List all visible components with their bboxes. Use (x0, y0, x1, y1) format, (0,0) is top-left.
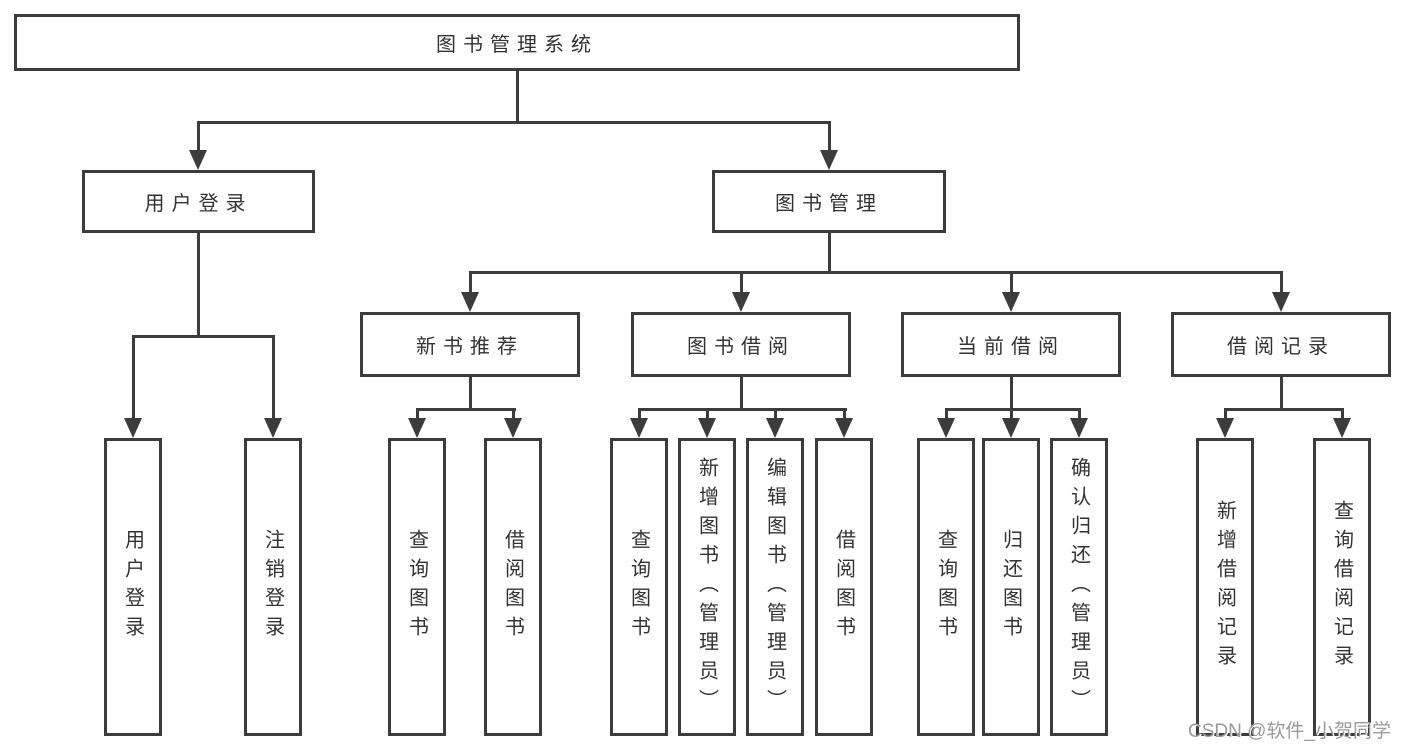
leaf-label: 借阅图书 (832, 529, 855, 645)
connector-group-stem (469, 376, 472, 411)
connector-to-group (1280, 271, 1283, 298)
node-book-management: 图书管理 (712, 170, 946, 233)
connector-group-split (1224, 408, 1344, 411)
connector-to-user-login (197, 121, 200, 154)
leaf-edit-books-admin: 编辑图书（管理员） (746, 438, 804, 736)
arrow-down-icon (1333, 418, 1351, 438)
connector-to-leaf (1010, 408, 1013, 422)
csdn-watermark: CSDN @软件_小贺同学 (1188, 721, 1391, 742)
leaf-label: 确认归还（管理员） (1067, 456, 1090, 718)
connector-to-leaf (272, 335, 275, 422)
leaf-query-books-current: 查询图书 (917, 438, 975, 736)
arrow-down-icon (408, 418, 426, 438)
node-label: 当前借阅 (957, 336, 1065, 358)
connector-group-stem (1010, 376, 1013, 411)
arrow-down-icon (504, 418, 522, 438)
connector-to-group (1010, 271, 1013, 298)
connector-root-stem (516, 70, 519, 123)
connector-group-split (945, 408, 1081, 411)
connector-to-leaf (1341, 408, 1344, 422)
leaf-label: 借阅图书 (501, 529, 524, 645)
leaf-label: 用户登录 (121, 529, 144, 645)
connector-book-management-split (469, 271, 1283, 274)
node-library-management-system: 图书管理系统 (14, 14, 1020, 71)
connector-to-leaf (945, 408, 948, 422)
leaf-add-borrow-record: 新增借阅记录 (1196, 438, 1254, 736)
connector-user-login-split (132, 335, 275, 338)
connector-user-login-stem (197, 233, 200, 338)
node-book-borrowing: 图书借阅 (631, 312, 851, 377)
leaf-label: 编辑图书（管理员） (763, 456, 786, 718)
connector-to-leaf (132, 335, 135, 422)
arrow-down-icon (1002, 292, 1020, 312)
arrow-down-icon (820, 150, 838, 170)
arrow-down-icon (264, 418, 282, 438)
arrow-down-icon (189, 150, 207, 170)
connector-book-management-stem (828, 233, 831, 274)
arrow-down-icon (698, 418, 716, 438)
connector-to-group (469, 271, 472, 298)
leaf-label: 注销登录 (261, 529, 284, 645)
node-label: 图书管理 (775, 193, 883, 215)
arrow-down-icon (1216, 418, 1234, 438)
leaf-borrow-books-recommend: 借阅图书 (484, 438, 542, 736)
leaf-confirm-return-admin: 确认归还（管理员） (1050, 438, 1108, 736)
connector-group-stem (740, 376, 743, 411)
leaf-query-borrow-record: 查询借阅记录 (1313, 438, 1371, 736)
arrow-down-icon (124, 418, 142, 438)
node-user-login: 用户登录 (82, 170, 315, 233)
leaf-return-books: 归还图书 (982, 438, 1040, 736)
leaf-user-login: 用户登录 (104, 438, 162, 736)
arrow-down-icon (461, 292, 479, 312)
arrow-down-icon (1070, 418, 1088, 438)
leaf-label: 新增图书（管理员） (695, 456, 718, 718)
connector-to-group (740, 271, 743, 298)
leaf-label: 新增借阅记录 (1213, 500, 1236, 674)
node-label: 借阅记录 (1227, 336, 1335, 358)
arrow-down-icon (630, 418, 648, 438)
arrow-down-icon (937, 418, 955, 438)
arrow-down-icon (1002, 418, 1020, 438)
leaf-query-books-borrowing: 查询图书 (610, 438, 668, 736)
node-label: 图书管理系统 (436, 34, 598, 56)
connector-to-leaf (774, 408, 777, 422)
node-current-borrowing: 当前借阅 (901, 312, 1121, 377)
leaf-label: 查询借阅记录 (1330, 500, 1353, 674)
arrow-down-icon (766, 418, 784, 438)
connector-to-leaf (1078, 408, 1081, 422)
arrow-down-icon (835, 418, 853, 438)
node-borrowing-records: 借阅记录 (1171, 312, 1391, 377)
leaf-label: 查询图书 (405, 529, 428, 645)
connector-group-stem (1280, 376, 1283, 411)
node-label: 图书借阅 (687, 336, 795, 358)
connector-to-leaf (706, 408, 709, 422)
leaf-borrow-books: 借阅图书 (815, 438, 873, 736)
connector-root-split (197, 121, 831, 124)
connector-to-leaf (843, 408, 846, 422)
node-new-book-recommend: 新书推荐 (360, 312, 580, 377)
leaf-query-books-recommend: 查询图书 (388, 438, 446, 736)
connector-to-leaf (512, 408, 515, 422)
leaf-add-books-admin: 新增图书（管理员） (678, 438, 736, 736)
leaf-label: 归还图书 (999, 529, 1022, 645)
connector-group-split (638, 408, 847, 411)
connector-to-leaf (1224, 408, 1227, 422)
connector-group-split (416, 408, 516, 411)
node-label: 新书推荐 (416, 336, 524, 358)
leaf-logout: 注销登录 (244, 438, 302, 736)
connector-to-book-management (828, 121, 831, 154)
node-label: 用户登录 (144, 193, 253, 215)
leaf-label: 查询图书 (627, 529, 650, 645)
connector-to-leaf (416, 408, 419, 422)
leaf-label: 查询图书 (934, 529, 957, 645)
connector-to-leaf (638, 408, 641, 422)
arrow-down-icon (732, 292, 750, 312)
arrow-down-icon (1272, 292, 1290, 312)
